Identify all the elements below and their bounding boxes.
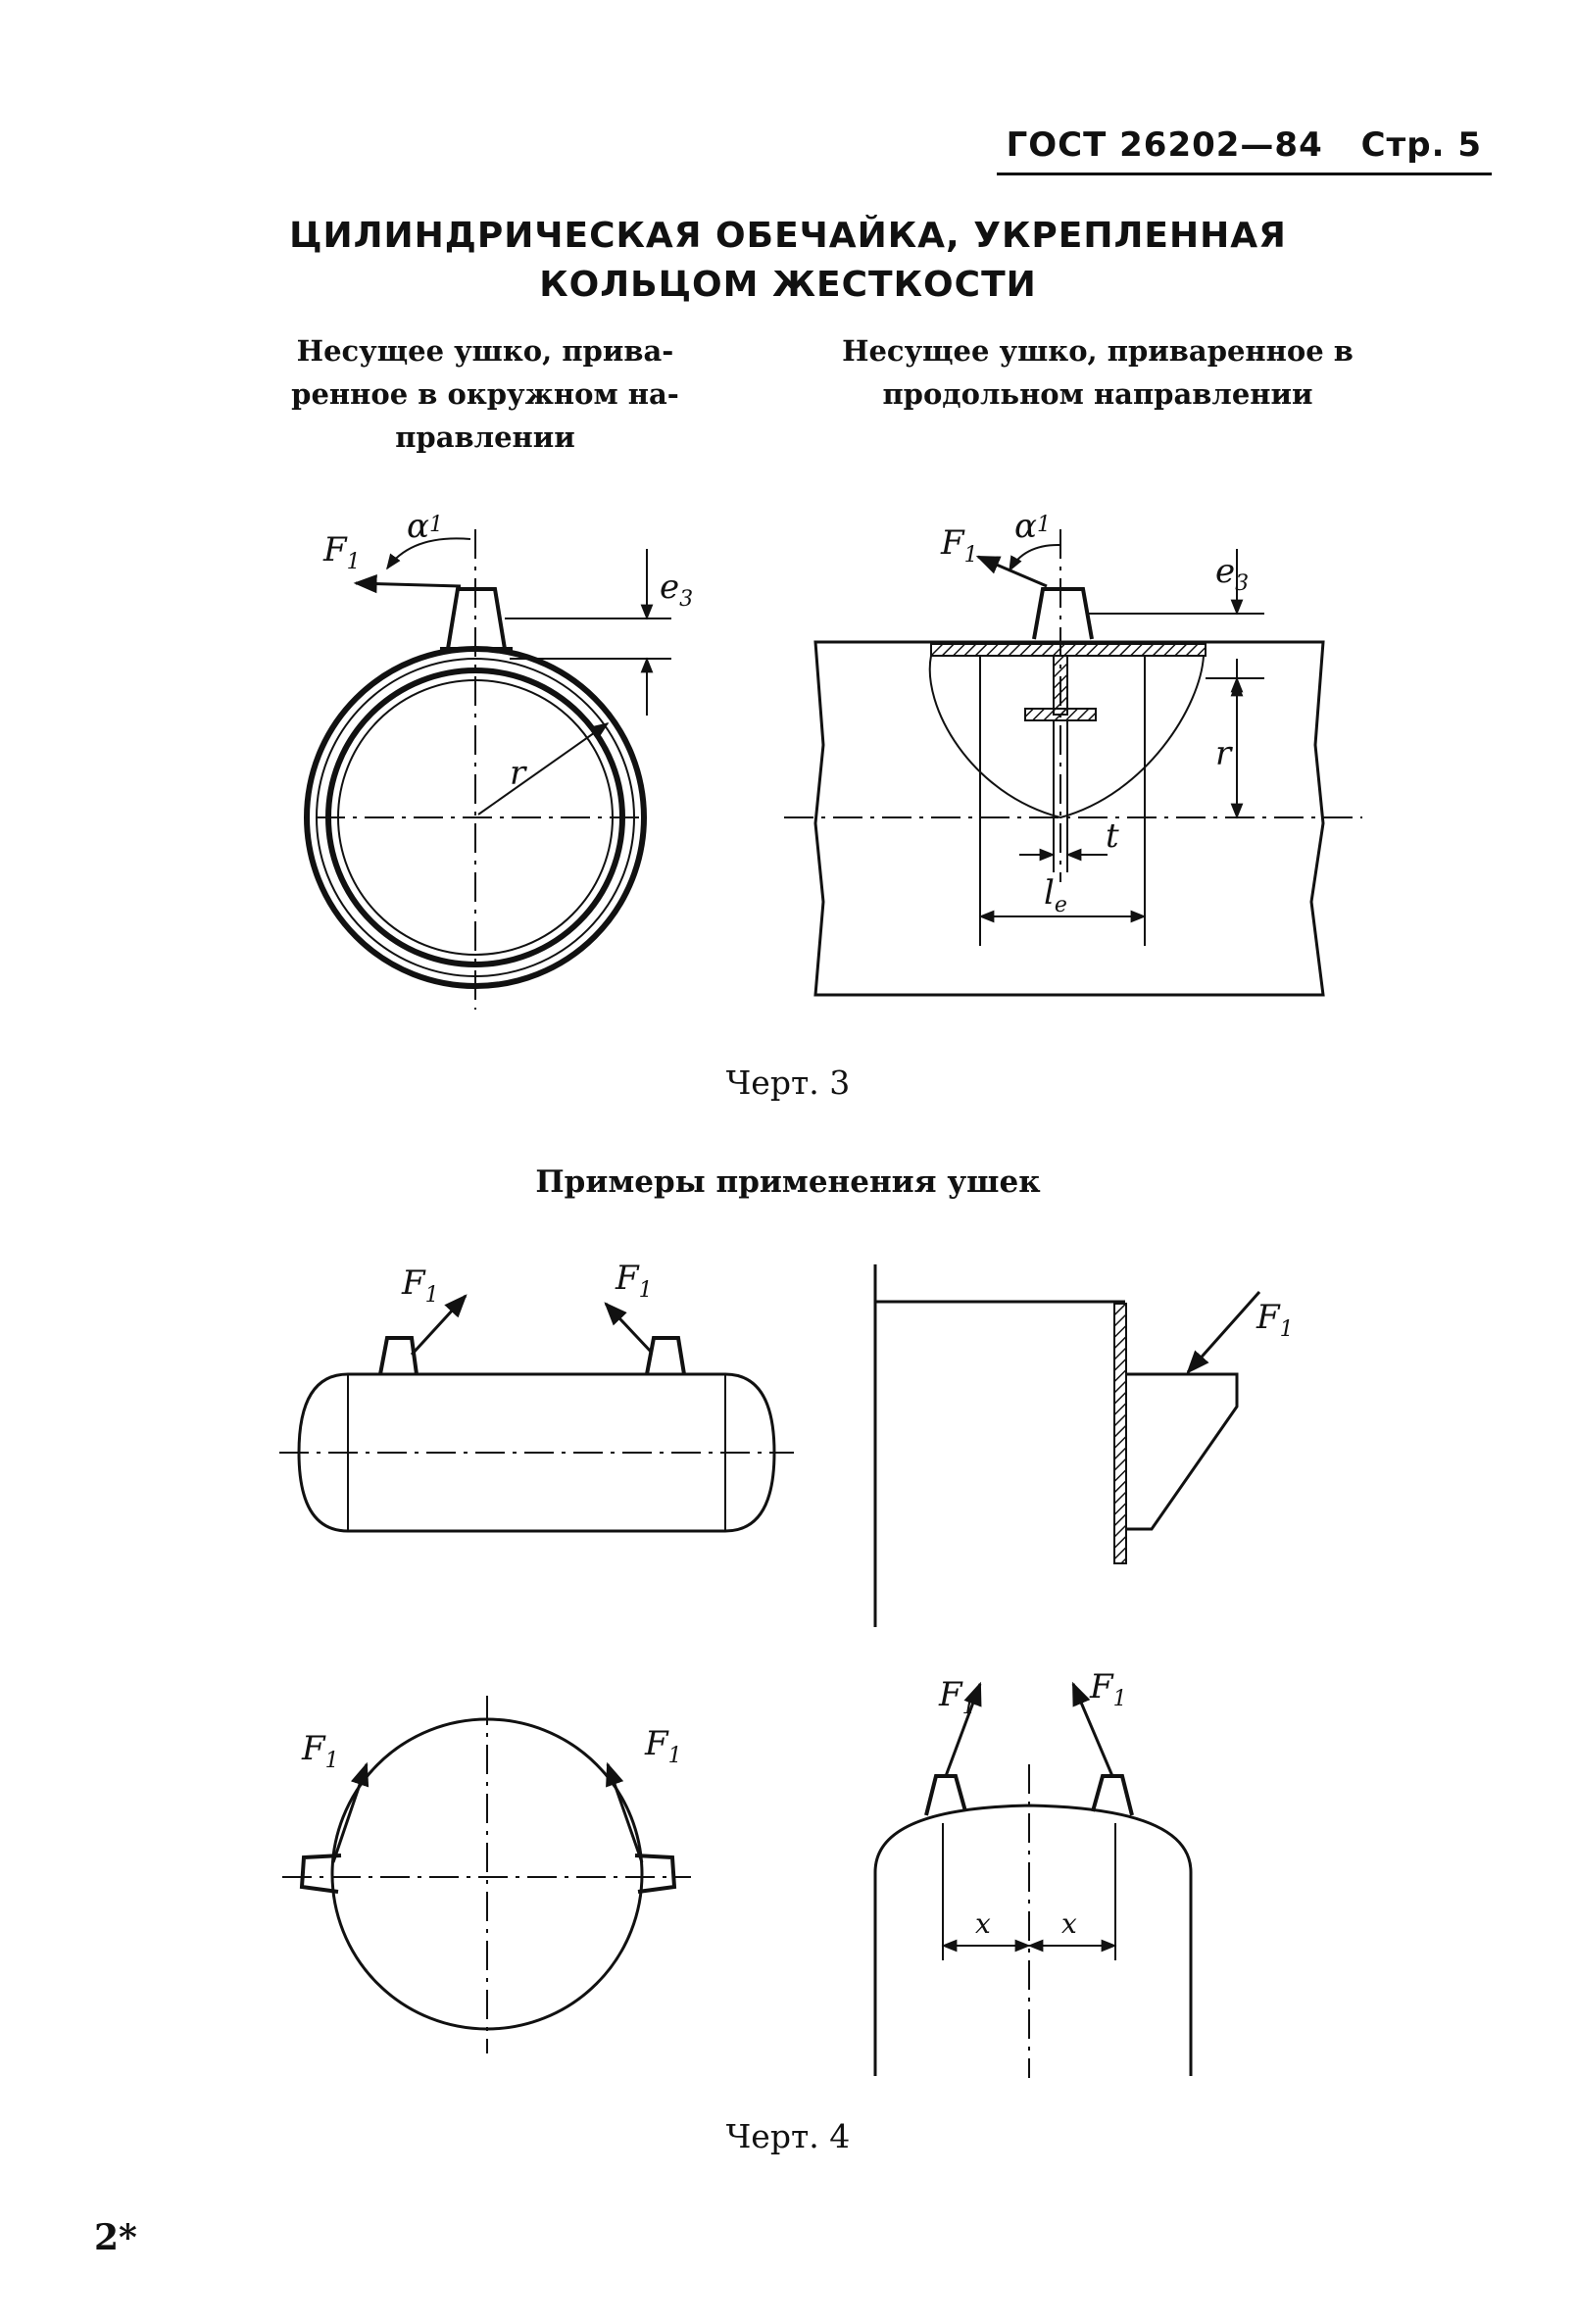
page-title: ЦИЛИНДРИЧЕСКАЯ ОБЕЧАЙКА, УКРЕПЛЕННАЯ КОЛ… — [0, 212, 1576, 310]
x-label-left: x — [975, 1907, 991, 1940]
caption-right-line-1: Несущее ушко, приваренное в — [842, 334, 1354, 368]
f1-label-bracket: F1 — [1256, 1298, 1294, 1342]
f1-label-circle-left: F1 — [301, 1729, 339, 1773]
r-label-long: r — [1215, 734, 1233, 773]
f1-label-circle-right: F1 — [644, 1724, 682, 1768]
f1-label-hv-left: F1 — [401, 1263, 439, 1308]
standard-code: ГОСТ 26202—84 — [1006, 125, 1323, 165]
f1-label-ring: F1 — [322, 530, 361, 574]
circular-cross-section — [282, 1696, 691, 2053]
alpha-label-long: α1 — [1014, 507, 1051, 546]
page-number: Стр. 5 — [1360, 125, 1482, 165]
figure-4-label: Черт. 4 — [725, 2117, 851, 2155]
vertical-vessel-bracket — [873, 1264, 1261, 1627]
header-rule — [996, 173, 1492, 175]
caption-left-line-2: ренное в окружном на- — [291, 377, 679, 411]
t-label: t — [1106, 816, 1119, 856]
e3-label-long: e3 — [1215, 552, 1249, 596]
title-line-2: КОЛЬЦОМ ЖЕСТКОСТИ — [539, 265, 1037, 305]
ring-view — [304, 529, 671, 1010]
caption-left-line-3: правлении — [395, 420, 575, 454]
figure-3-label: Черт. 3 — [725, 1063, 851, 1102]
alpha-label-ring: α1 — [407, 507, 443, 546]
r-label-ring: r — [510, 754, 527, 793]
f1-label-hv-right: F1 — [615, 1259, 653, 1303]
caption-left-line-1: Несущее ушко, прива- — [296, 334, 674, 368]
horizontal-vessel — [279, 1294, 794, 1533]
dished-head-view — [873, 1681, 1193, 2078]
footer-mark: 2* — [94, 2217, 137, 2258]
f1-label-long: F1 — [940, 523, 978, 568]
le-label: le — [1044, 873, 1067, 917]
f1-label-head-left: F1 — [938, 1675, 976, 1719]
longitudinal-view — [784, 529, 1362, 997]
document-header: ГОСТ 26202—84 Стр. 5 — [996, 125, 1492, 175]
e3-label-ring: e3 — [660, 568, 693, 612]
caption-left: Несущее ушко, прива- ренное в окружном н… — [265, 329, 706, 459]
section-title: Примеры применения ушек — [535, 1164, 1041, 1200]
x-label-right: x — [1061, 1907, 1077, 1940]
title-line-1: ЦИЛИНДРИЧЕСКАЯ ОБЕЧАЙКА, УКРЕПЛЕННАЯ — [289, 216, 1287, 256]
caption-right: Несущее ушко, приваренное в продольном н… — [784, 329, 1411, 416]
caption-right-line-2: продольном направлении — [882, 377, 1313, 411]
f1-label-head-right: F1 — [1089, 1667, 1127, 1711]
